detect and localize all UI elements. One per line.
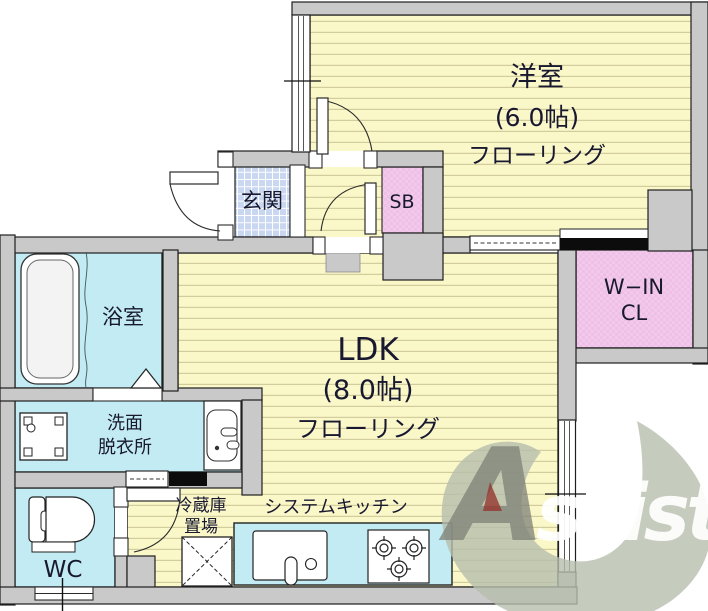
ldk-flooring: フローリング [296, 415, 440, 443]
ldk-door-leaf [364, 182, 377, 235]
wall-washroom-right [241, 399, 263, 496]
watermark-leaf [441, 421, 708, 611]
toilet-door-arc [133, 496, 181, 553]
drain-circle [26, 423, 36, 433]
stove-burner [372, 536, 396, 560]
pan-corner [23, 447, 33, 457]
western-room-size: (6.0帖) [495, 103, 579, 132]
wall-closet-right [692, 249, 708, 365]
western-room-flooring: フローリング [468, 143, 606, 169]
bathroom-label: 浴室 [102, 305, 144, 329]
door-frame [369, 236, 384, 255]
entrance-label: 玄関 [241, 189, 283, 213]
watermark-rest: ssist [536, 469, 708, 559]
bathroom-opening [92, 387, 163, 402]
bathroom-folding-door [129, 368, 163, 389]
bathtub-edge-line [84, 251, 88, 388]
washroom-door-panel [169, 472, 207, 486]
threshold-ldk [313, 237, 383, 253]
windows [284, 14, 586, 573]
watermark: A ssist [438, 421, 708, 611]
entrance-door-leaf [169, 171, 219, 185]
toilet-shelf [31, 541, 76, 553]
door-frame [217, 151, 234, 168]
kitchen-faucet [284, 556, 298, 586]
threshold-western-room [311, 151, 376, 167]
toilet-bowl [45, 496, 96, 543]
western-room-label: 洋室 [510, 62, 564, 93]
wall-left-outer [0, 234, 16, 606]
wall-bath-bottom-left [0, 387, 94, 402]
western-room-door-leaf [316, 97, 329, 155]
walk-in-closet-area [575, 249, 694, 349]
entrance-step-strip [289, 164, 306, 238]
door-frame [217, 224, 234, 241]
stove [367, 529, 430, 584]
refrigerator-label-2: 置場 [184, 517, 218, 537]
wall-ldk-right-upper [557, 249, 577, 422]
washroom-label-2: 脱衣所 [98, 437, 152, 458]
pan-corner [54, 447, 64, 457]
entrance-door-arc [169, 183, 221, 232]
ldk-label: LDK [337, 332, 399, 368]
ldk-size: (8.0帖) [322, 375, 413, 406]
closet-door-panel [560, 238, 648, 250]
basin-drain [214, 445, 220, 451]
toilet-label: WC [44, 557, 83, 583]
refrigerator-label-1: 冷蔵庫 [176, 496, 227, 516]
system-kitchen-label: システムキッチン [264, 497, 407, 518]
wall-ldk-left [162, 249, 179, 392]
refrigerator-x-line [181, 536, 233, 587]
door-frame [113, 486, 129, 508]
wall-shoebox-top [375, 150, 444, 168]
door-frame [113, 537, 129, 557]
wall-toilet-corner [126, 555, 156, 589]
bathtub-inner [26, 259, 74, 379]
door-frame [312, 236, 326, 255]
faucet-handle [220, 427, 238, 437]
door-frames [34, 150, 384, 601]
wall-band-left [0, 236, 314, 254]
stove-burner [387, 557, 411, 581]
walk-in-closet-label-1: W−IN [604, 275, 664, 299]
wall-closet-bottom [567, 347, 708, 364]
faucet-handle [226, 440, 240, 450]
closet-door-track [559, 228, 649, 240]
entry-step [325, 252, 361, 273]
washroom-label-1: 洗面 [107, 413, 143, 434]
door-frame [363, 150, 378, 169]
western-room-door-arc [321, 99, 373, 152]
walk-in-closet-label-2: CL [621, 301, 648, 325]
watermark-red-triangle [483, 482, 502, 511]
sink-drain [304, 557, 318, 571]
pan-corner [54, 416, 64, 426]
western-room-window [291, 14, 311, 153]
stove-burner [402, 536, 426, 560]
wall-pillar [382, 232, 444, 281]
door-frame [308, 150, 323, 169]
ldk-door-arc [320, 183, 371, 232]
toilet-door-leaf [126, 487, 181, 502]
swing-doors [126, 97, 377, 553]
wall-western-room-notch [647, 189, 693, 252]
wall-top [291, 1, 708, 16]
toilet-door-opening [115, 507, 127, 538]
room-labels: 洋室 (6.0帖) フローリング 玄関 SB W−IN CL 浴室 LDK (8… [44, 62, 665, 583]
shoe-box-label: SB [389, 191, 414, 213]
wall-right-upper [690, 1, 708, 252]
fixtures [19, 251, 453, 611]
sliding-doors [125, 228, 649, 488]
